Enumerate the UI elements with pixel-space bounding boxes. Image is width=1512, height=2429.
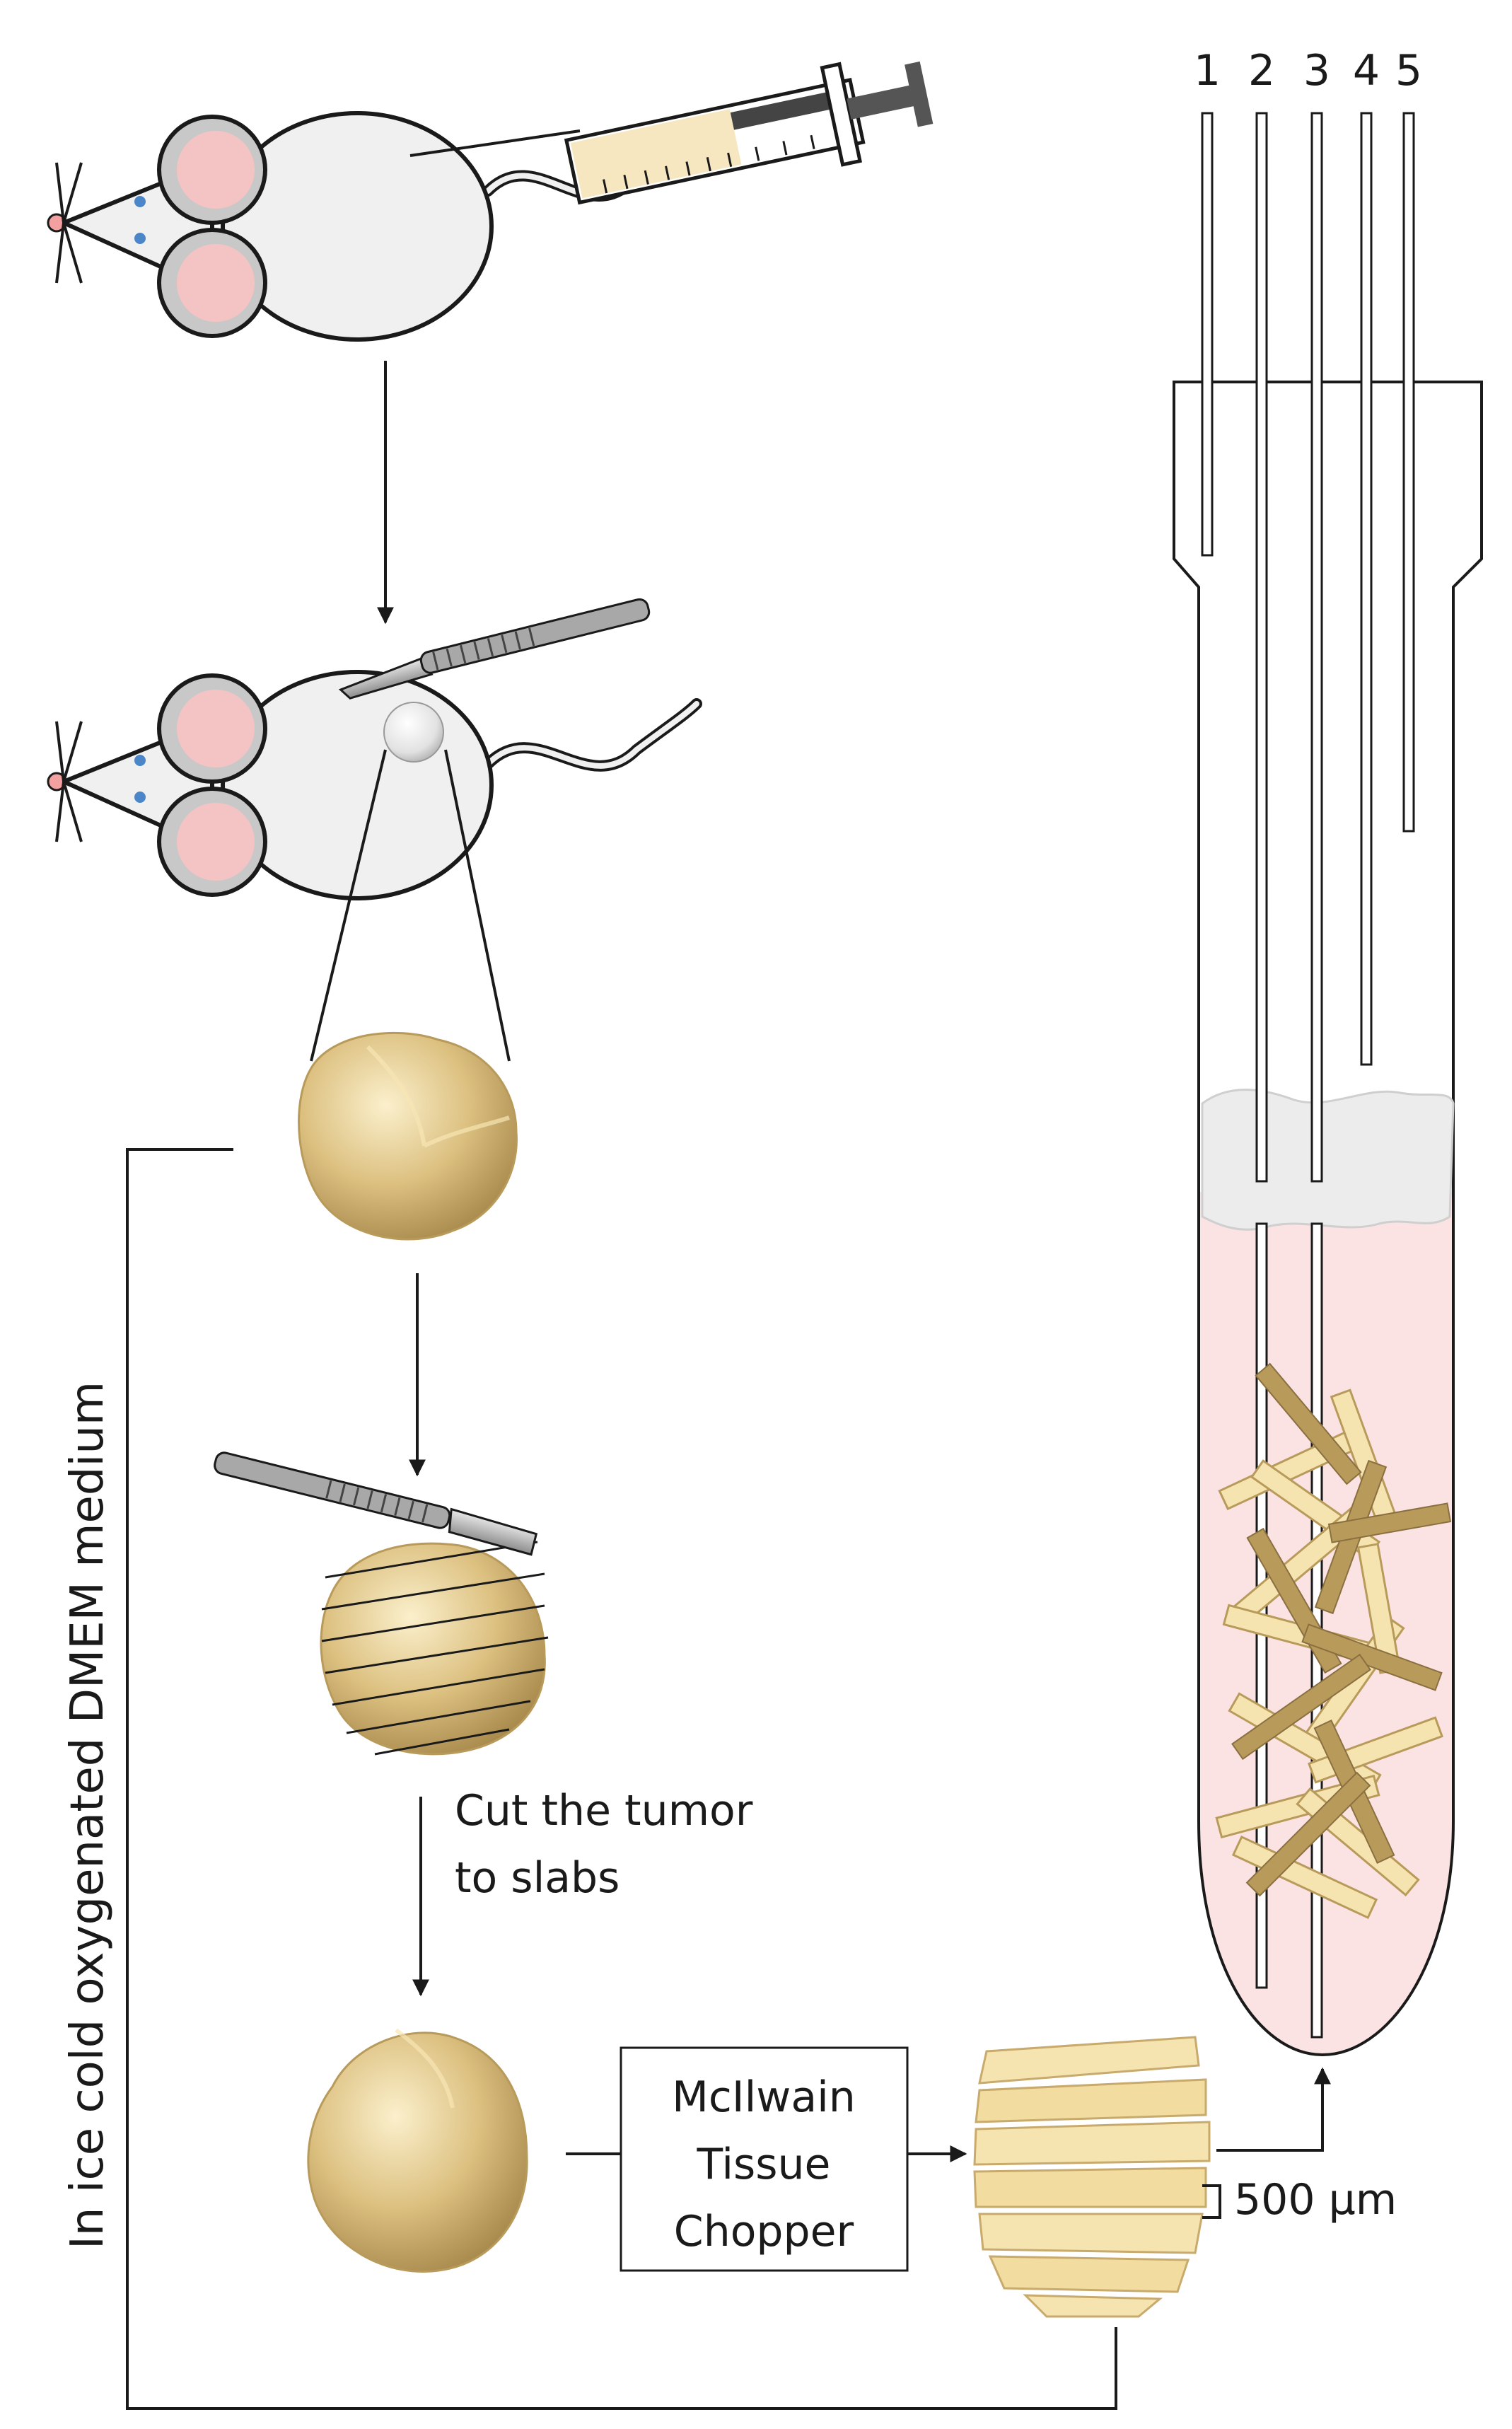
tumor-icon (298, 1031, 518, 1241)
slab-thickness-bracket (1202, 2184, 1221, 2219)
tumor-slicing (214, 1451, 549, 1756)
chopper-label-line2: Tissue (697, 2140, 831, 2189)
arrow-slabs-to-tube (1216, 2067, 1331, 2152)
scalpel-icon (338, 598, 651, 700)
tube-port-1 (1201, 112, 1214, 557)
chopper-label-line3: Chopper (674, 2207, 854, 2256)
medium-bracket (126, 1148, 1117, 2410)
syringe-icon (409, 61, 934, 205)
tube-port-label-3: 3 (1303, 46, 1330, 95)
mouse-icon (47, 670, 702, 900)
tube-port-label-1: 1 (1194, 46, 1221, 95)
tube-port-4 (1360, 112, 1373, 1066)
tissue-slices-in-medium (1215, 1362, 1452, 1920)
tube-port-label-4: 4 (1353, 46, 1380, 95)
chopper-label-line1: McIlwain (672, 2073, 856, 2122)
tube-port-label-5: 5 (1395, 46, 1422, 95)
culture-tube-icon (1173, 112, 1483, 2057)
medium-side-label: In ice cold oxygenated DMEM medium (62, 1381, 114, 2249)
tube-port-5 (1402, 112, 1415, 833)
tumor-icon (320, 1541, 549, 1756)
tube-port-label-2: 2 (1248, 46, 1275, 95)
tissue-slab-icon (973, 2036, 1211, 2318)
mouse-icon (47, 111, 685, 342)
gauze-plug-icon (1201, 1089, 1455, 1231)
scalpel-icon (214, 1451, 538, 1556)
tissue-chopper-box: McIlwain Tissue Chopper (620, 2046, 909, 2272)
cut-step-label-line1: Cut the tumor (455, 1786, 753, 1836)
cut-step-label-line2: to slabs (455, 1853, 620, 1903)
mouse-injection (47, 61, 934, 342)
tumor-icon (307, 2028, 528, 2273)
mouse-excision (47, 598, 702, 1062)
slab-thickness-label: 500 µm (1234, 2175, 1397, 2225)
